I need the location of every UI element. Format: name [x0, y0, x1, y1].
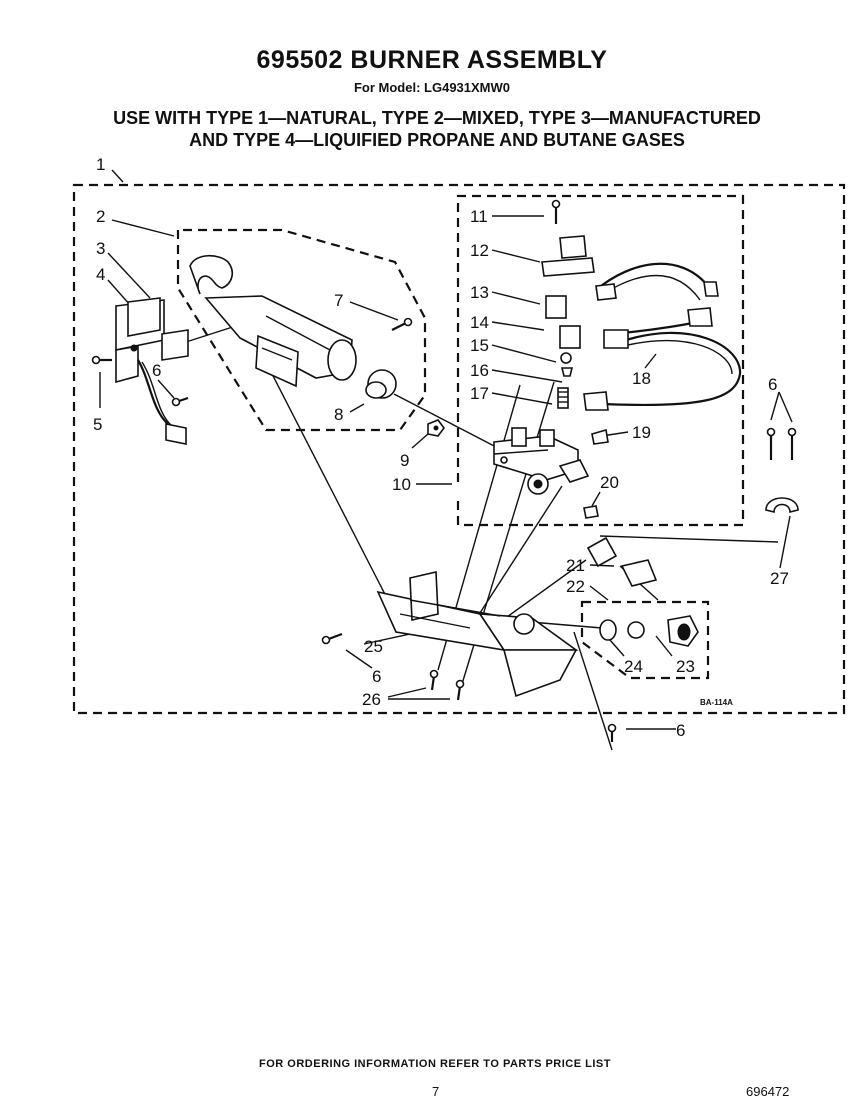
- callout-12: 12: [470, 241, 489, 260]
- ignitor-group-outline: [580, 600, 710, 680]
- model-number: For Model: LG4931XMW0: [353, 80, 511, 95]
- callout-3: 3: [96, 239, 105, 258]
- clamp-27: [765, 427, 799, 514]
- orifice-cap: [365, 369, 397, 399]
- burner-tube: [189, 254, 357, 388]
- coil-bracket: [541, 235, 595, 277]
- callout-labels: 1 2 3 4 5 6 7 8 9 10 11 12 13 14 15 16 1…: [93, 155, 789, 740]
- assembly-frame: [72, 183, 846, 715]
- screw-11: [551, 199, 561, 224]
- callout-4: 4: [96, 265, 105, 284]
- spring: [557, 387, 569, 409]
- callout-14: 14: [470, 313, 489, 332]
- callout-20: 20: [600, 473, 619, 492]
- screw-6-left: [171, 396, 189, 407]
- callout-8: 8: [334, 405, 343, 424]
- callout-26: 26: [362, 690, 381, 709]
- callout-5: 5: [93, 415, 102, 434]
- callout-27: 27: [770, 569, 789, 588]
- page-title: 695502 BURNER ASSEMBLY: [256, 46, 608, 74]
- callout-6-left: 6: [152, 361, 161, 380]
- drawing-code: BA-114A: [700, 698, 733, 707]
- callout-10: 10: [392, 475, 411, 494]
- screw-5: [91, 355, 112, 365]
- bracket-screws: [321, 632, 617, 742]
- callout-6-bottom: 6: [372, 667, 381, 686]
- callout-6-bottom-right: 6: [676, 721, 685, 740]
- burner-bracket: [376, 571, 579, 698]
- callout-9: 9: [400, 451, 409, 470]
- screw-20: [583, 505, 599, 519]
- callout-15: 15: [470, 336, 489, 355]
- callout-19: 19: [632, 423, 651, 442]
- wire-harness: [583, 262, 742, 411]
- callout-7: 7: [334, 291, 343, 310]
- gas-valve: [493, 427, 590, 495]
- callout-22: 22: [566, 577, 585, 596]
- callout-18: 18: [632, 369, 651, 388]
- valve-coils: [545, 295, 581, 377]
- callout-17: 17: [470, 384, 489, 403]
- callout-21: 21: [566, 556, 585, 575]
- gas-type-line-1: USE WITH TYPE 1—NATURAL, TYPE 2—MIXED, T…: [113, 108, 761, 128]
- gas-type-line-2: AND TYPE 4—LIQUIFIED PROPANE AND BUTANE …: [189, 130, 685, 150]
- clip-19: [591, 428, 609, 445]
- callout-11: 11: [470, 207, 488, 226]
- callout-25: 25: [364, 637, 383, 656]
- ignitor: [586, 536, 658, 587]
- callout-13: 13: [470, 283, 489, 302]
- ignitor-parts: [599, 615, 699, 647]
- ordering-note: FOR ORDERING INFORMATION REFER TO PARTS …: [259, 1058, 611, 1070]
- callout-23: 23: [676, 657, 695, 676]
- callout-1: 1: [96, 155, 105, 174]
- callout-6-right: 6: [768, 375, 777, 394]
- callout-16: 16: [470, 361, 489, 380]
- valve-group-outline: [456, 194, 745, 527]
- callout-24: 24: [624, 657, 643, 676]
- callout-2: 2: [96, 207, 105, 226]
- screw-7: [391, 317, 413, 331]
- flame-sensor-bracket: [115, 297, 189, 445]
- orifice-nut: [427, 419, 445, 437]
- page-number: 7: [432, 1084, 440, 1099]
- document-number: 696472: [746, 1084, 790, 1099]
